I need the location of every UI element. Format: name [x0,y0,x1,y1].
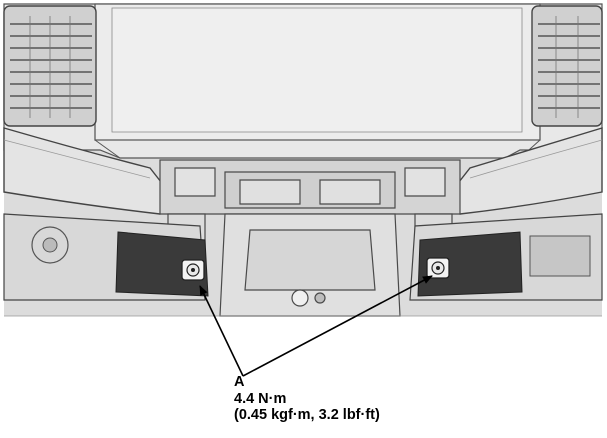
upper-dash-panel [3,3,603,159]
leader-line-left [199,285,244,377]
right-lower-panel [409,213,603,301]
center-lower-structure [219,213,401,317]
center-bracket [159,159,461,247]
left-bolt [181,259,205,281]
left-lower-panel [3,213,209,301]
callout-letter: A [234,374,245,390]
left-air-vent [3,5,97,127]
torque-callout: A 4.4 N·m (0.45 kgf·m, 3.2 lbf·ft) [234,374,380,424]
torque-value-alt-units: (0.45 kgf·m, 3.2 lbf·ft) [234,407,380,423]
right-air-vent [531,5,603,127]
right-bolt [426,257,450,279]
torque-value-nm: 4.4 N·m [234,390,287,407]
leader-line-right [242,275,433,377]
